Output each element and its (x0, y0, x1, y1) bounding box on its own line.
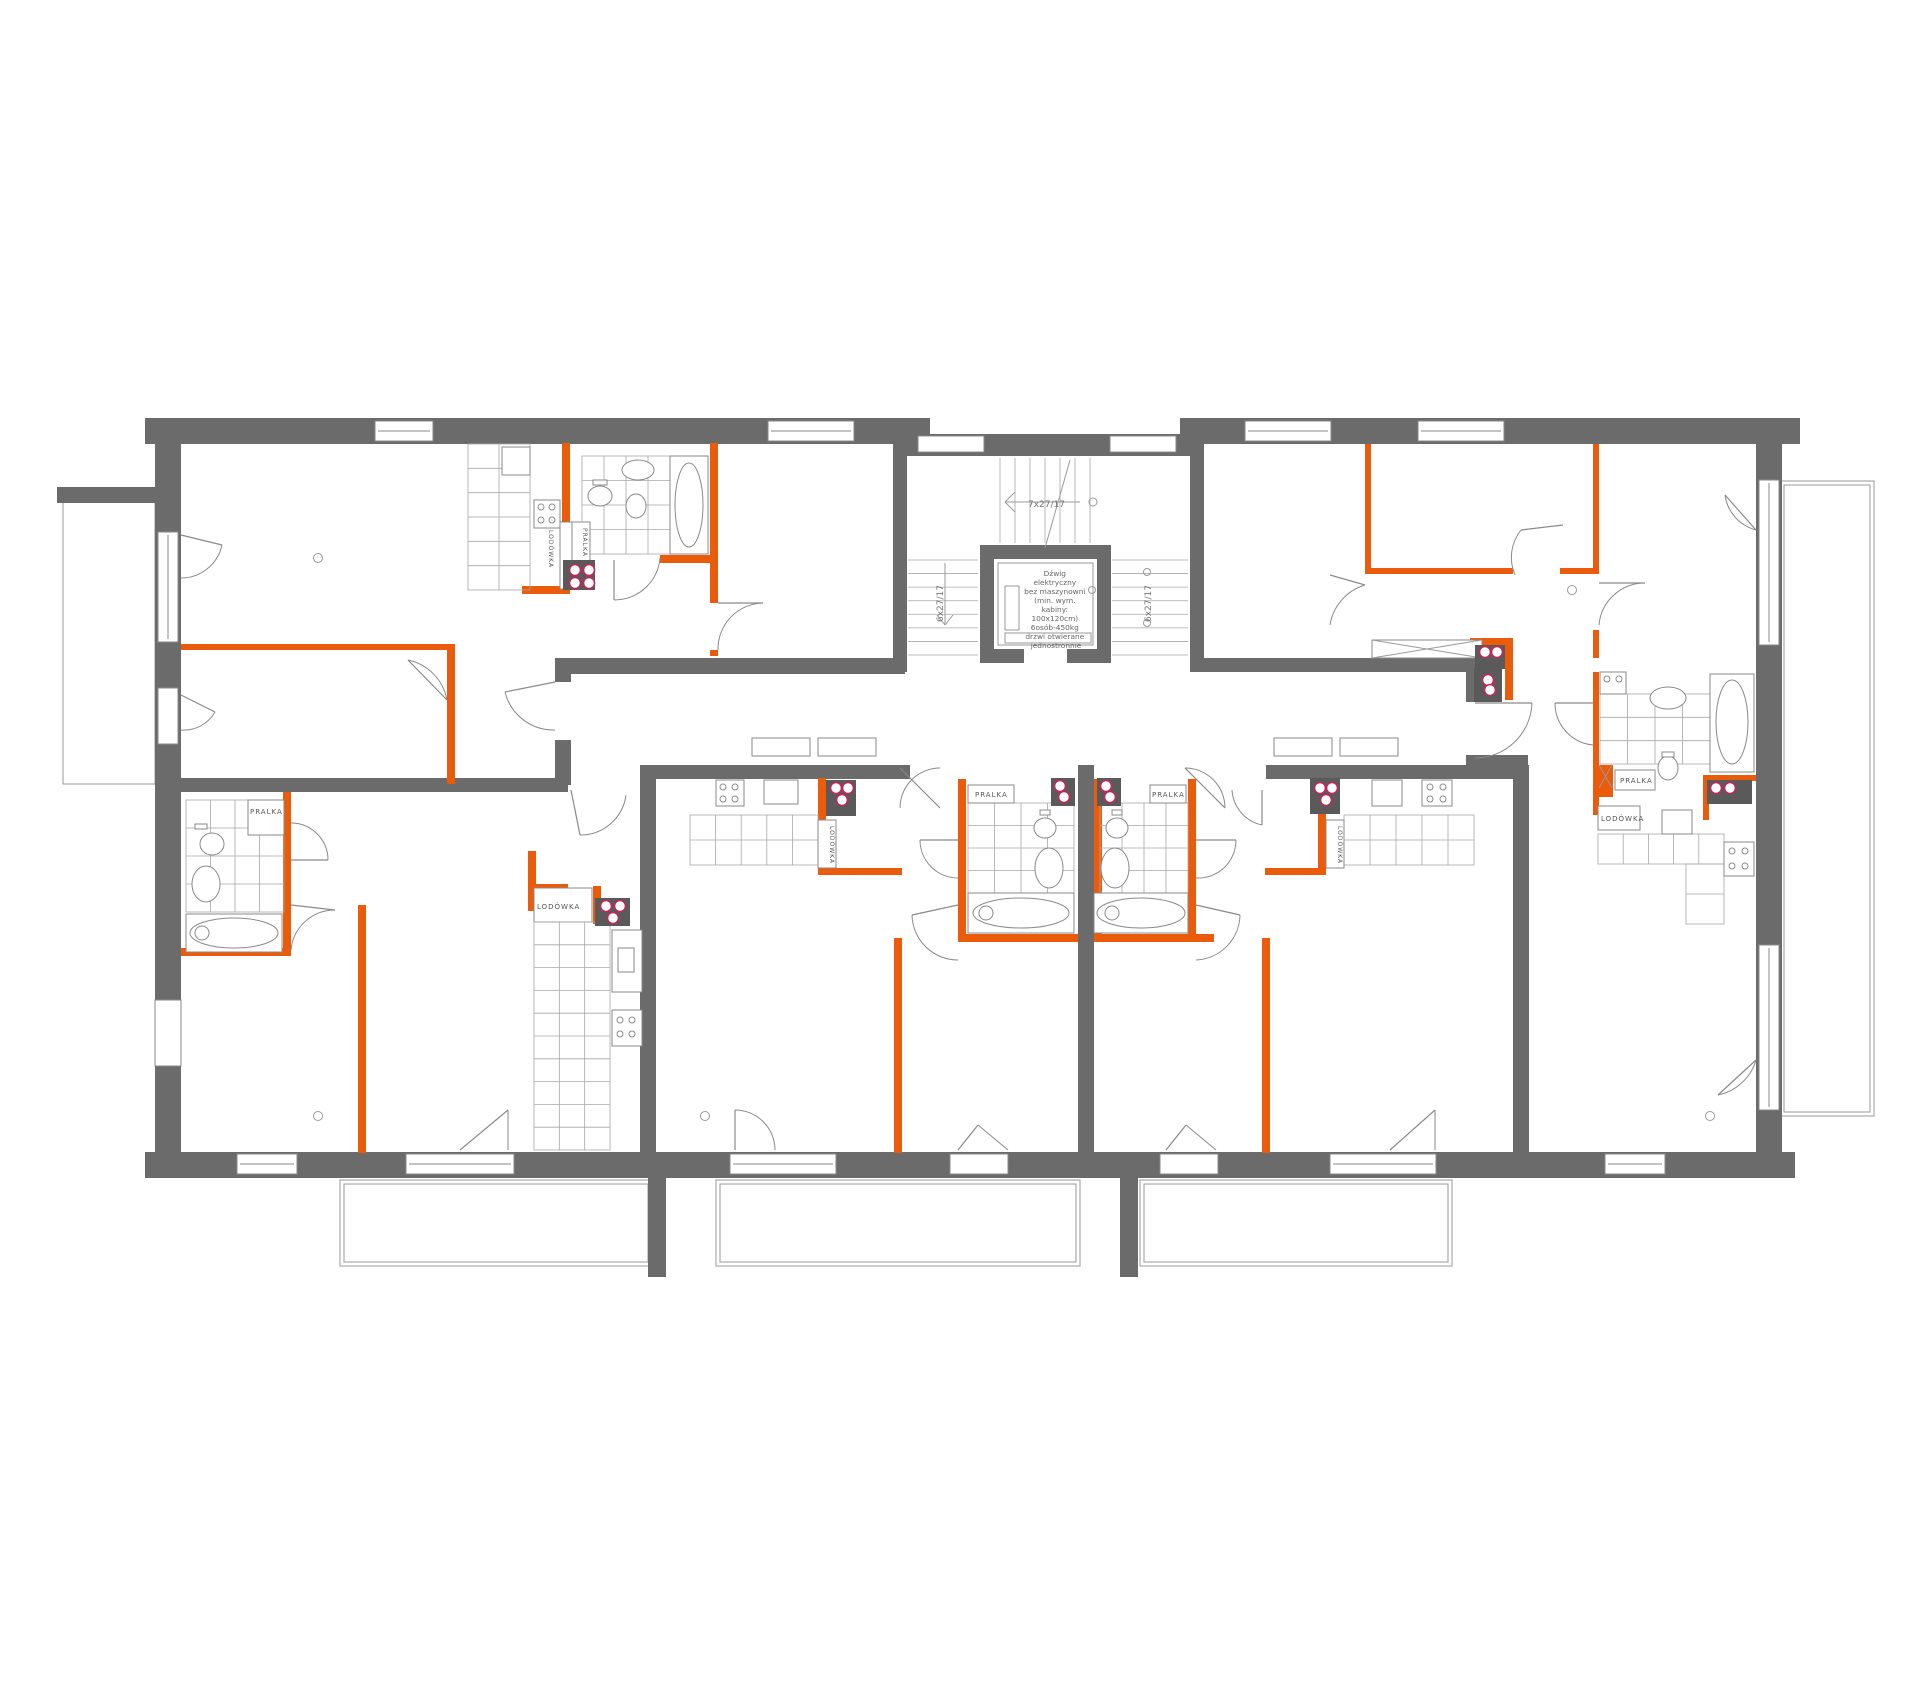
lodowka-label: LODÓWKA (537, 902, 580, 911)
window (751, 737, 811, 757)
exterior-walls (145, 418, 1800, 1277)
pralka-label: PRALKA (975, 791, 1008, 799)
window (1159, 1153, 1219, 1175)
pralka-label: PRALKA (1152, 791, 1185, 799)
pralka-label: PRALKA (1620, 777, 1653, 785)
elevator: Dźwig elektryczny bez maszynowni (min. w… (997, 562, 1094, 650)
stair-label-left: 6x27/17 (936, 585, 946, 622)
lodowka-label: LODÓWKA (1336, 826, 1343, 864)
balcony-west (62, 501, 156, 785)
window (817, 737, 877, 757)
balconies (57, 480, 1875, 1267)
pralka-label: PRALKA (581, 528, 588, 557)
light-points (313, 553, 1715, 1121)
balcony-south-3 (1139, 1179, 1453, 1267)
stair-label-top: 7x27/17 (1028, 500, 1065, 510)
window (917, 435, 985, 453)
window (154, 999, 182, 1067)
window (157, 687, 179, 745)
lodowka-label: LODÓWKA (1601, 814, 1644, 823)
window (1273, 737, 1333, 757)
staircase: 7x27/17 6x27/17 6x27/17 (908, 458, 1188, 656)
balcony-east (1779, 480, 1875, 1117)
balcony-south-2 (715, 1179, 1081, 1267)
elevator-note: Dźwig elektryczny bez maszynowni (min. w… (1024, 569, 1088, 650)
doors (180, 494, 1757, 1151)
pralka-label: PRALKA (250, 808, 283, 816)
window (1339, 737, 1399, 757)
lodowka-label: LODÓWKA (547, 530, 554, 568)
window (949, 1153, 1009, 1175)
lodowka-label: LODÓWKA (828, 826, 835, 864)
balcony-south-1 (339, 1179, 653, 1267)
windows (154, 420, 1780, 1175)
stair-label-right: 6x27/17 (1144, 585, 1154, 622)
interior-walls (170, 444, 1529, 1155)
ventilation-shafts (563, 560, 1752, 926)
window (1109, 435, 1177, 453)
